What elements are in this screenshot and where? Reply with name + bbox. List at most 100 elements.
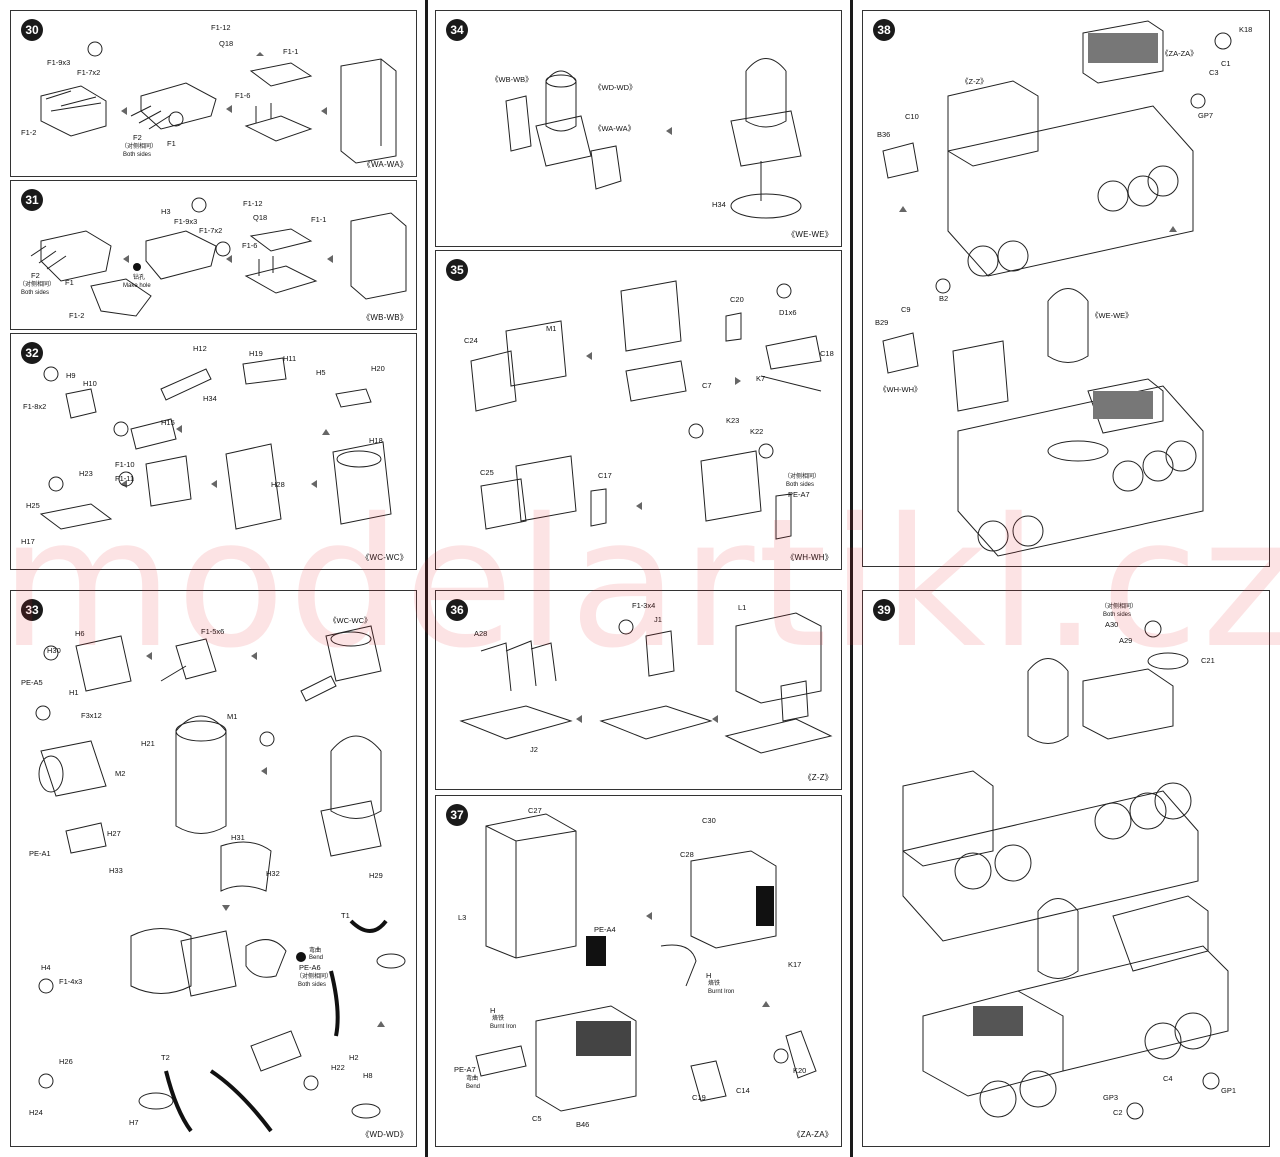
part-label: K20 — [793, 1066, 807, 1075]
part-label: C17 — [598, 471, 612, 480]
part-label: H10 — [83, 379, 97, 388]
part-label: D1x6 — [779, 308, 797, 317]
part-label: F1-8x2 — [23, 402, 47, 411]
part-label: F3x12 — [81, 711, 102, 720]
part-label: 《WE-WE》 — [1091, 311, 1133, 320]
part-label: Make hole — [123, 283, 151, 289]
step-result-tag: 《WA-WA》 — [362, 160, 408, 169]
step-result-tag: 《Z-Z》 — [803, 773, 833, 782]
part-label: H2 — [349, 1053, 359, 1062]
part-label: C7 — [702, 381, 712, 390]
part-label: 《WB-WB》 — [491, 75, 533, 84]
part-label: B2 — [939, 294, 949, 303]
part-label: K7 — [756, 374, 766, 383]
part-label: PE-A1 — [29, 849, 51, 858]
part-label: Q18 — [219, 39, 234, 48]
part-label: M1 — [546, 324, 557, 333]
part-label: H17 — [21, 537, 35, 546]
column-divider-left — [425, 0, 428, 1157]
part-label: F2 — [31, 271, 40, 280]
part-label: 《WA-WA》 — [594, 124, 636, 133]
part-label: H12 — [193, 344, 207, 353]
part-label: F1-9x3 — [47, 58, 71, 67]
part-label: C3 — [1209, 68, 1219, 77]
part-label: C24 — [464, 336, 478, 345]
part-label: T1 — [341, 911, 350, 920]
step-number: 36 — [446, 599, 468, 621]
part-label: B29 — [875, 318, 889, 327]
part-label: T2 — [161, 1053, 170, 1062]
step-number: 30 — [21, 19, 43, 41]
part-label: F1-6 — [242, 241, 258, 250]
part-label: A30 — [1105, 620, 1119, 629]
part-label: 弯曲 — [309, 948, 322, 954]
part-label: F1-1 — [311, 215, 327, 224]
part-label: 《WC-WC》 — [329, 616, 372, 625]
part-label: C4 — [1163, 1074, 1173, 1083]
part-label: C10 — [905, 112, 919, 121]
part-label: H3 — [161, 207, 171, 216]
step-number: 37 — [446, 804, 468, 826]
step-number: 34 — [446, 19, 468, 41]
step-32-drawing — [39, 357, 392, 530]
part-label: C19 — [692, 1093, 706, 1102]
part-label: PE-A7 — [454, 1065, 476, 1074]
part-label: K18 — [1239, 25, 1253, 34]
part-label: PE-A4 — [594, 925, 616, 934]
step-number: 31 — [21, 189, 43, 211]
part-label: Bend — [309, 955, 324, 961]
part-label: 《WH-WH》 — [879, 385, 922, 394]
part-label: GP7 — [1198, 111, 1214, 120]
part-label: F1-4x3 — [59, 977, 83, 986]
part-label: C28 — [680, 850, 694, 859]
part-label: L1 — [738, 603, 747, 612]
part-label: A29 — [1119, 636, 1133, 645]
part-label: H34 — [203, 394, 217, 403]
step-30-panel: 30 F1-12 Q18 F1-1 F1-9x3 F1-7x2 F1-2 F2 … — [10, 10, 417, 177]
part-label: H31 — [231, 833, 245, 842]
part-label: C25 — [480, 468, 494, 477]
part-label: F1-2 — [21, 128, 37, 137]
step-38-drawing — [882, 20, 1232, 557]
part-label: L3 — [458, 913, 467, 922]
part-label: F1-10 — [115, 460, 135, 469]
part-label: C27 — [528, 806, 542, 815]
part-label: H26 — [59, 1057, 73, 1066]
part-label: （对侧相同） — [121, 144, 158, 150]
part-label: 《Z-Z》 — [961, 77, 988, 86]
step-number: 39 — [873, 599, 895, 621]
part-label: H24 — [29, 1108, 43, 1117]
part-label: H — [490, 1006, 496, 1015]
part-label: B36 — [877, 130, 891, 139]
part-label: （对侧相同） — [296, 974, 333, 980]
step-number: 38 — [873, 19, 895, 41]
part-label: GP1 — [1221, 1086, 1237, 1095]
part-label: 烙铁 — [708, 981, 721, 987]
part-label: H21 — [141, 739, 155, 748]
part-label: F1 — [167, 139, 176, 148]
part-label: Both sides — [1103, 612, 1132, 618]
part-label: F1-5x6 — [201, 627, 225, 636]
step-result-tag: 《WB-WB》 — [362, 313, 408, 322]
part-label: F2 — [133, 133, 142, 142]
step-result-tag: 《WH-WH》 — [786, 553, 833, 562]
part-label: C2 — [1113, 1108, 1123, 1117]
part-label: H — [706, 971, 712, 980]
part-label: H32 — [266, 869, 280, 878]
part-label: （对侧相同） — [19, 282, 56, 288]
step-35-drawing — [470, 280, 822, 540]
part-label: F1-2 — [69, 311, 85, 320]
part-label: C18 — [820, 349, 834, 358]
part-label: H7 — [129, 1118, 139, 1127]
part-label: H33 — [109, 866, 123, 875]
step-30-drawing — [40, 41, 397, 164]
part-label: B46 — [576, 1120, 590, 1129]
part-label: H1 — [69, 688, 79, 697]
part-label: Burnt Iron — [490, 1024, 517, 1030]
part-label: PE-A6 — [299, 963, 321, 972]
part-label: C14 — [736, 1086, 750, 1095]
step-31-panel: 31 F1-12 Q18 F1-1 H3 F1-9x3 F1-7x2 F2 （对… — [10, 180, 417, 330]
part-label: H4 — [41, 963, 51, 972]
step-36-drawing — [459, 612, 833, 754]
part-label: F1-6 — [235, 91, 251, 100]
